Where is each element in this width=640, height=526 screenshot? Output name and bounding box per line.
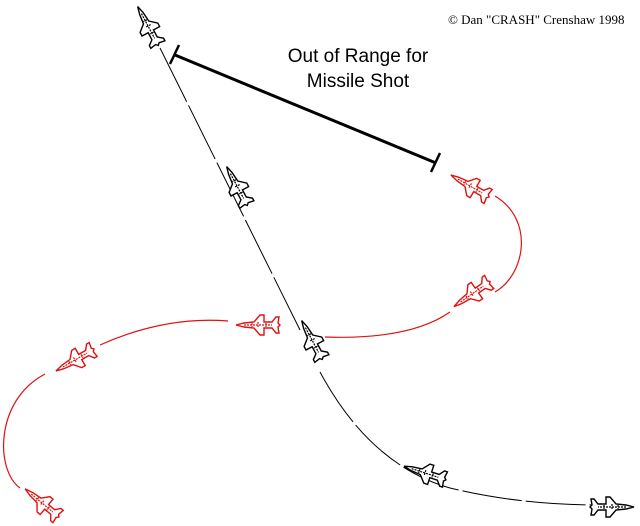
friendly-jet-icon [589,496,635,518]
annotation-line-1: Out of Range for [287,46,429,67]
friendly-jet-icon [292,315,332,365]
copyright-text: © Dan "CRASH" Crenshaw 1998 [448,12,625,27]
friendly-flight-path [159,47,601,506]
missile-range-line [168,44,442,173]
range-annotation: Out of Range for Missile Shot [258,44,458,94]
bandit-jet-icon [235,314,281,336]
bandit-jet-icon [18,480,66,526]
friendly-jet-icon [128,1,168,51]
annotation-line-2: Missile Shot [306,71,410,92]
bandit-jet-icon [50,339,100,381]
bandit-jet-icon [447,272,497,316]
bandit-jet-icon [445,165,495,207]
bandit-flight-path [3,195,522,489]
friendly-jet-icon [400,455,450,491]
